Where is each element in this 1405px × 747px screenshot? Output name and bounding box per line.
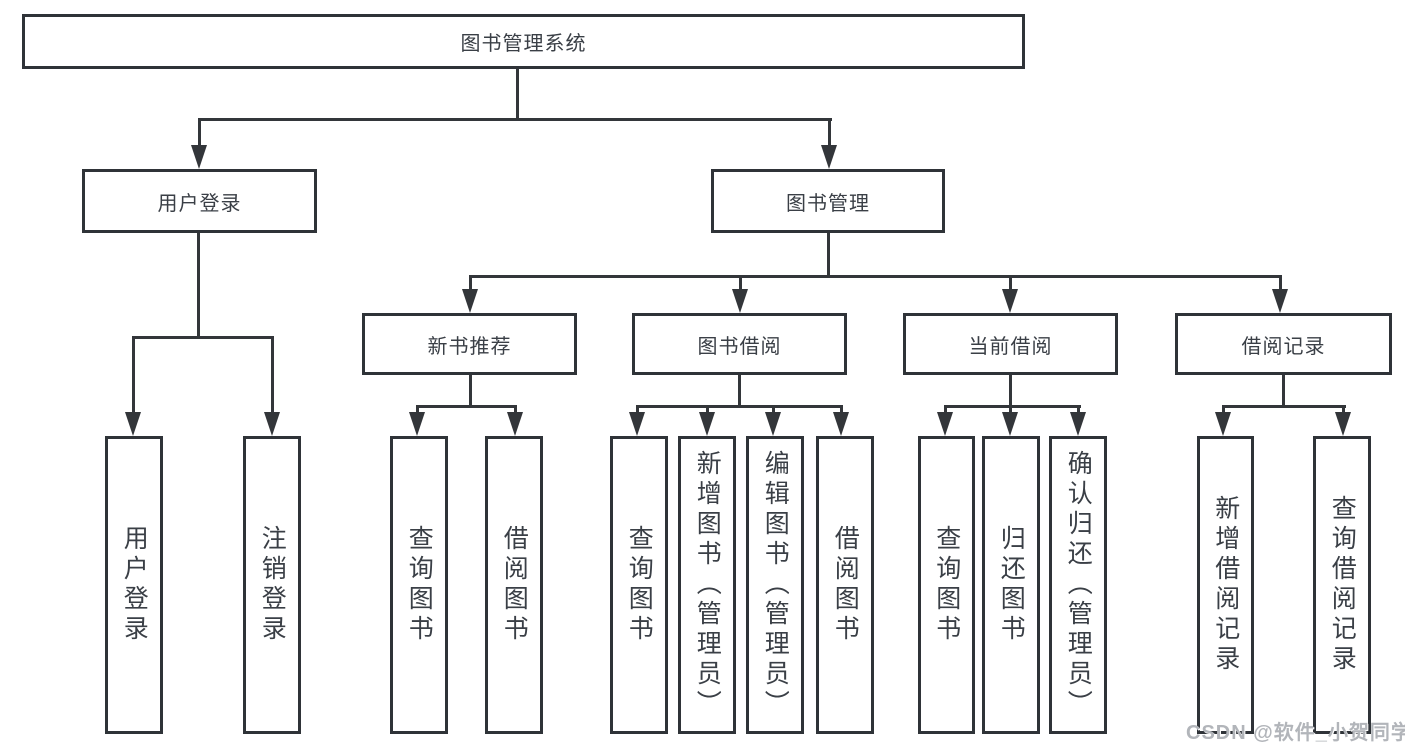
connector-bookmgmt-stem [826, 233, 830, 278]
node-book-borrow-label: 图书借阅 [697, 335, 782, 358]
connector-bbadd-drop [705, 405, 709, 417]
connector-brquery-drop [1341, 405, 1345, 417]
arrowhead-to-br-query [1335, 412, 1351, 436]
leaf-cb-confirm-return: 确认归还（管理员） [1049, 436, 1107, 734]
node-system-root: 图书管理系统 [22, 14, 1025, 69]
leaf-nb-query-books: 查询图书 [390, 436, 448, 734]
leaf-cb-return-books: 归还图书 [982, 436, 1040, 734]
connector-currentborrow-drop [1008, 275, 1012, 293]
node-user-login-label: 用户登录 [157, 192, 242, 215]
connector-userlogin-drop [197, 118, 201, 148]
arrowhead-to-borrow-records [1272, 289, 1288, 313]
arrowhead-to-cb-confirm [1070, 412, 1086, 436]
connector-logout-leaf-drop [270, 336, 274, 416]
connector-bradd-drop [1221, 405, 1225, 417]
leaf-bb-borrow-books: 借阅图书 [816, 436, 874, 734]
connector-bookborrow-stem [738, 375, 741, 408]
connector-userlogin-branch [131, 336, 274, 339]
node-user-login: 用户登录 [82, 169, 317, 233]
leaf-nb-borrow-books: 借阅图书 [485, 436, 543, 734]
leaf-br-query-record: 查询借阅记录 [1313, 436, 1371, 734]
node-book-mgmt: 图书管理 [711, 169, 945, 233]
arrowhead-to-nb-query [409, 412, 425, 436]
connector-login-leaf-drop [131, 336, 135, 416]
leaf-bb-edit-books: 编辑图书（管理员） [746, 436, 804, 734]
arrowhead-to-logout-leaf [264, 412, 280, 436]
connector-bbborrow-drop [839, 405, 843, 417]
node-book-borrow: 图书借阅 [632, 313, 847, 375]
connector-cbreturn-drop [1008, 405, 1012, 417]
connector-bookmgmt-drop [827, 118, 831, 148]
leaf-user-login-label: 用户登录 [120, 525, 149, 645]
leaf-bb-query-books-label: 查询图书 [625, 525, 654, 645]
arrowhead-to-bb-query [629, 412, 645, 436]
connector-root-branch [197, 118, 832, 121]
leaf-bb-borrow-books-label: 借阅图书 [831, 525, 860, 645]
leaf-nb-borrow-books-label: 借阅图书 [500, 525, 529, 645]
arrowhead-to-bb-add [699, 412, 715, 436]
arrowhead-to-user-login [191, 145, 207, 169]
connector-nbquery-drop [415, 405, 419, 417]
node-system-root-label: 图书管理系统 [460, 33, 587, 55]
leaf-logout-label: 注销登录 [258, 525, 287, 645]
leaf-cb-confirm-return-label: 确认归还（管理员） [1064, 450, 1093, 720]
arrowhead-to-bb-borrow [833, 412, 849, 436]
connector-bbquery-drop [635, 405, 639, 417]
node-borrow-records: 借阅记录 [1175, 313, 1392, 375]
node-book-mgmt-label: 图书管理 [786, 192, 870, 215]
connector-newbooks-leafbranch [415, 405, 517, 408]
connector-borrowrecords-stem [1282, 375, 1285, 408]
arrowhead-to-new-books [462, 289, 478, 313]
connector-newbooks-drop [468, 275, 472, 293]
node-new-books: 新书推荐 [362, 313, 577, 375]
connector-currentborrow-leafbranch [943, 405, 1081, 408]
leaf-user-login: 用户登录 [105, 436, 163, 734]
leaf-nb-query-books-label: 查询图书 [405, 525, 434, 645]
connector-bookmgmt-branch [468, 275, 1282, 278]
connector-userlogin-stem [197, 233, 200, 339]
connector-currentborrow-stem [1009, 375, 1012, 408]
arrowhead-to-book-borrow [732, 289, 748, 313]
arrowhead-to-login-leaf [125, 412, 141, 436]
csdn-watermark: CSDN @软件_小贺同学 [1186, 722, 1405, 744]
connector-bookborrow-drop [738, 275, 742, 293]
node-new-books-label: 新书推荐 [427, 335, 512, 358]
leaf-logout: 注销登录 [243, 436, 301, 734]
arrowhead-to-book-mgmt [821, 145, 837, 169]
leaf-bb-query-books: 查询图书 [610, 436, 668, 734]
connector-newbooks-stem [468, 375, 472, 408]
arrowhead-to-br-add [1215, 412, 1231, 436]
connector-bbedit-drop [771, 405, 775, 417]
leaf-br-query-record-label: 查询借阅记录 [1328, 495, 1357, 675]
arrowhead-to-cb-return [1002, 412, 1018, 436]
leaf-bb-edit-books-label: 编辑图书（管理员） [761, 450, 790, 720]
connector-borrowrecords-leafbranch [1221, 405, 1346, 408]
arrowhead-to-current-borrow [1002, 289, 1018, 313]
arrowhead-to-nb-borrow [507, 412, 523, 436]
leaf-bb-add-books: 新增图书（管理员） [678, 436, 736, 734]
arrowhead-to-cb-query [937, 412, 953, 436]
node-current-borrow-label: 当前借阅 [968, 335, 1053, 358]
connector-borrowrecords-drop [1278, 275, 1282, 293]
connector-cbquery-drop [943, 405, 947, 417]
connector-cbconfirm-drop [1076, 405, 1080, 417]
connector-nbborrow-drop [513, 405, 517, 417]
connector-bookborrow-leafbranch [635, 405, 843, 408]
leaf-cb-return-books-label: 归还图书 [997, 525, 1026, 645]
node-borrow-records-label: 借阅记录 [1241, 335, 1326, 358]
leaf-br-add-record-label: 新增借阅记录 [1211, 495, 1240, 675]
leaf-cb-query-books-label: 查询图书 [932, 525, 961, 645]
leaf-br-add-record: 新增借阅记录 [1197, 436, 1254, 734]
leaf-cb-query-books: 查询图书 [918, 436, 975, 734]
arrowhead-to-bb-edit [765, 412, 781, 436]
leaf-bb-add-books-label: 新增图书（管理员） [693, 450, 722, 720]
node-current-borrow: 当前借阅 [903, 313, 1118, 375]
connector-root-stem [515, 69, 519, 120]
